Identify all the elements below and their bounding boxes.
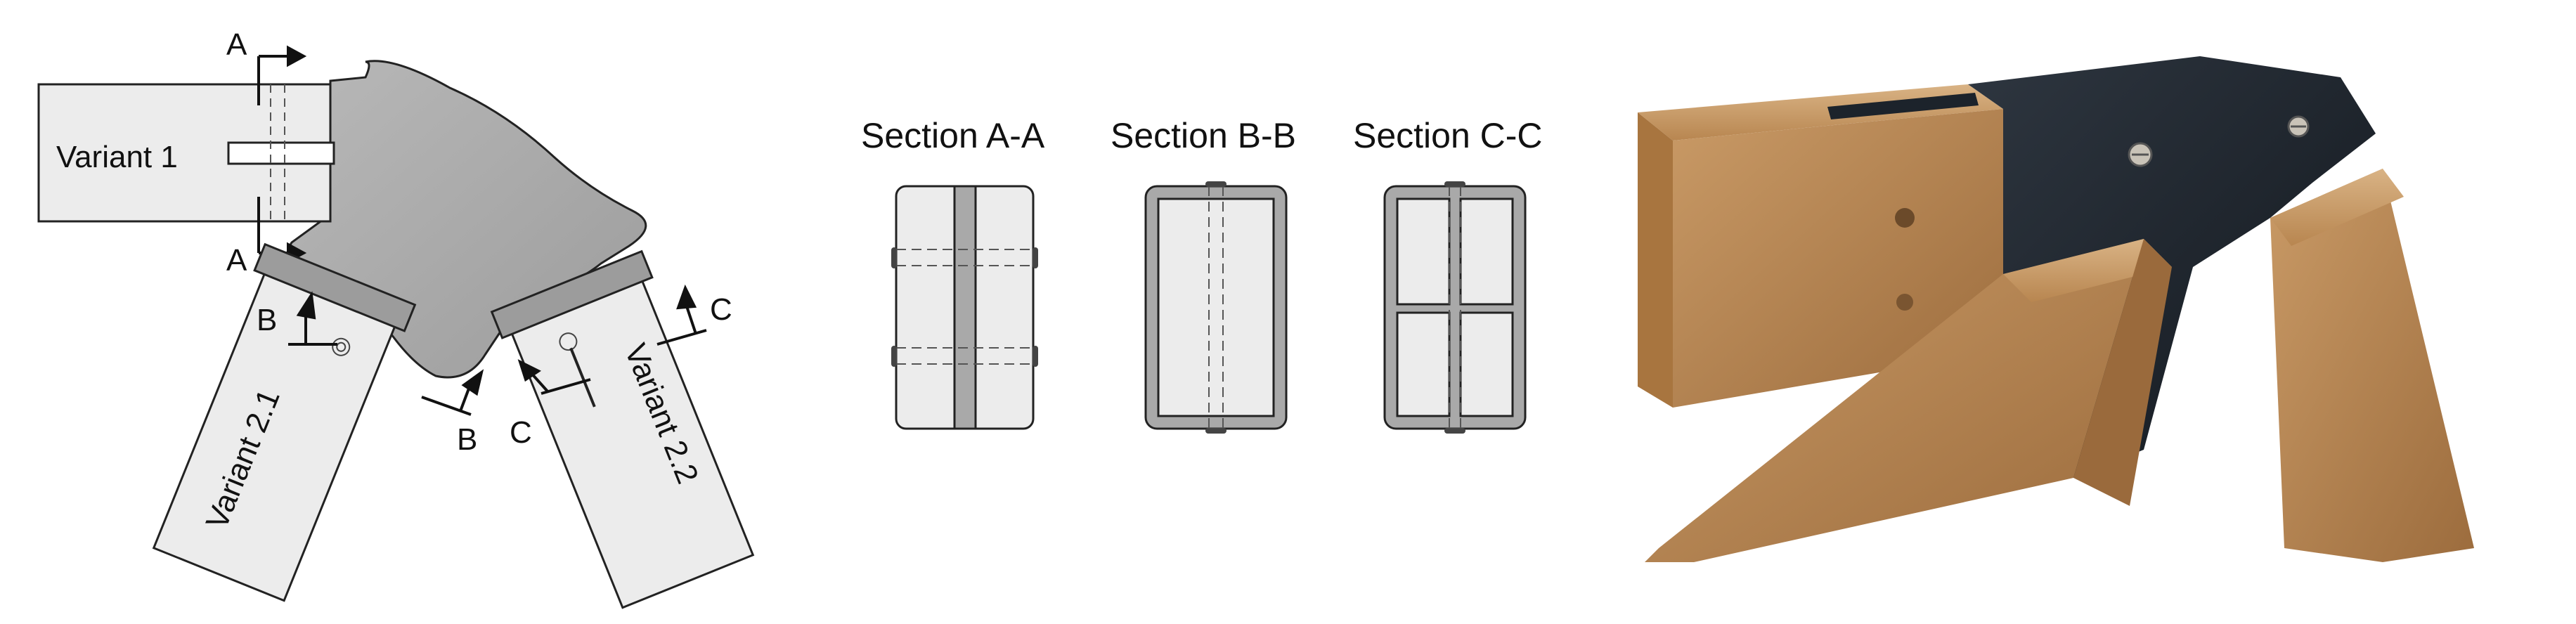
section-mark-c-right: [656, 284, 707, 346]
section-c-right-label: C: [710, 292, 732, 327]
joint-svg: Variant 1 A A Variant 2.1 Variant 2.2 B: [37, 27, 755, 609]
beam-variant-2-2: Variant 2.2: [490, 249, 755, 609]
photo-beam-diagonal-right: [2270, 169, 2474, 562]
section-a-drawing: [891, 185, 1038, 430]
photo-svg: [1638, 56, 2474, 562]
photo-beam-left: [1638, 84, 2003, 408]
section-b-left-label: B: [257, 303, 277, 337]
section-mark-c-left: [517, 359, 591, 395]
variant-1-label: Variant 1: [56, 140, 178, 174]
section-mark-b-left: [288, 291, 337, 346]
section-c-title: Section C-C: [1353, 116, 1543, 155]
section-c-left-label: C: [510, 415, 532, 450]
photo-beam-diagonal-left: [1645, 239, 2172, 562]
section-b-right-label: B: [457, 422, 477, 457]
section-a-top-label: A: [226, 27, 247, 62]
section-c-drawing: [1383, 181, 1527, 434]
section-b-drawing: [1144, 181, 1288, 434]
section-views: Section A-A Section B-B Section C-C: [829, 0, 1610, 620]
sections-svg: Section A-A Section B-B Section C-C: [861, 116, 1543, 434]
beam-variant-2-1: Variant 2.1: [152, 242, 417, 602]
assembled-joint-photo: [1638, 56, 2572, 562]
section-b-title: Section B-B: [1111, 116, 1296, 155]
beam-variant-1: Variant 1: [37, 83, 335, 223]
section-mark-b-right: [421, 369, 484, 416]
section-mark-a-top: [257, 45, 307, 105]
section-a-title: Section A-A: [861, 116, 1045, 155]
section-a-bottom-label: A: [226, 243, 247, 278]
joint-drawing: Variant 1 A A Variant 2.1 Variant 2.2 B: [0, 0, 773, 620]
